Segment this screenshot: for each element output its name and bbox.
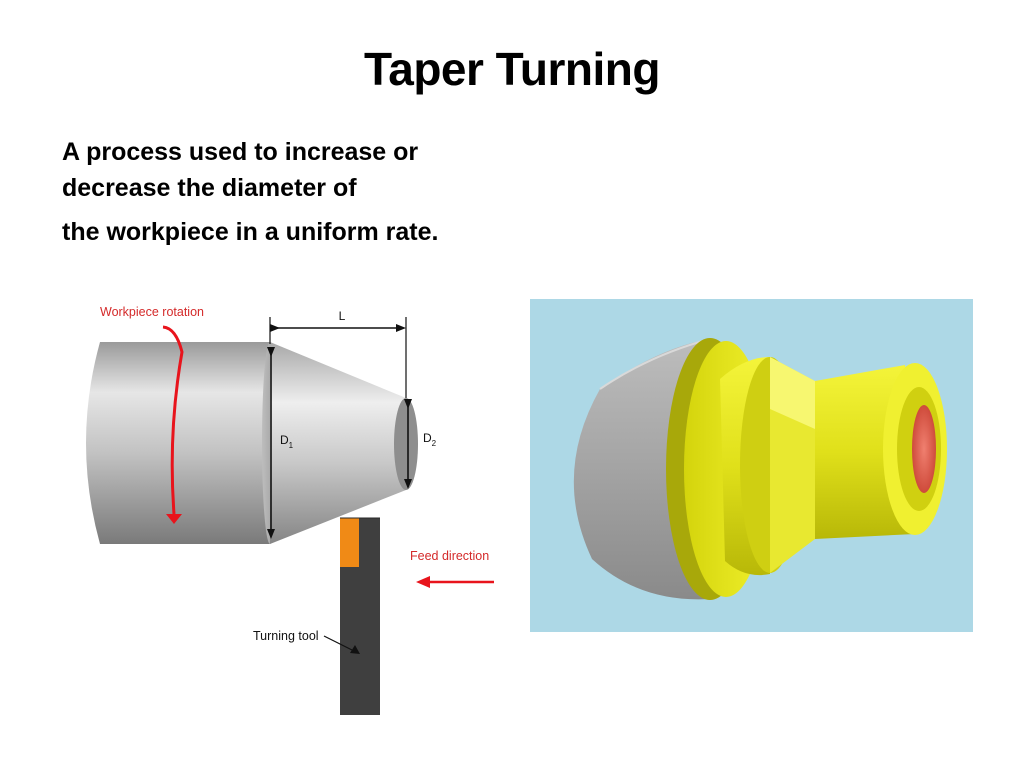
description-line-2: decrease the diameter of (62, 174, 357, 202)
d2-label: D2 (423, 431, 437, 448)
d1-label: D1 (280, 433, 294, 450)
taper-turning-diagram: D1 D2 L Workpiece rotation Feed d (70, 292, 510, 722)
taper-diagram-svg: D1 D2 L Workpiece rotation Feed d (86, 305, 494, 715)
turning-tool-callout: Turning tool (253, 629, 360, 654)
feed-arrow-head (416, 576, 430, 588)
feed-direction: Feed direction (410, 549, 494, 588)
yellow-taper (770, 357, 815, 573)
slide-title: Taper Turning (364, 43, 660, 95)
render-svg (530, 299, 973, 632)
bore-hole (912, 405, 936, 493)
d1-dimension: D1 (267, 347, 294, 539)
workpiece-rotation-label: Workpiece rotation (100, 305, 204, 319)
description-text: A process used to increase or decrease t… (62, 134, 522, 250)
turning-tool (340, 517, 380, 715)
taper-3d-render (530, 299, 973, 632)
rotation-arrow: Workpiece rotation (100, 305, 204, 524)
d2-dimension: D2 (404, 399, 437, 489)
length-label: L (339, 309, 346, 323)
description-line-3: the workpiece in a uniform rate. (62, 218, 439, 246)
turning-tool-label: Turning tool (253, 629, 319, 643)
tool-insert (340, 518, 359, 567)
feed-direction-label: Feed direction (410, 549, 489, 563)
workpiece-cylinder (86, 342, 278, 544)
length-dimension: L (269, 309, 407, 398)
description-line-1: A process used to increase or (62, 138, 419, 166)
